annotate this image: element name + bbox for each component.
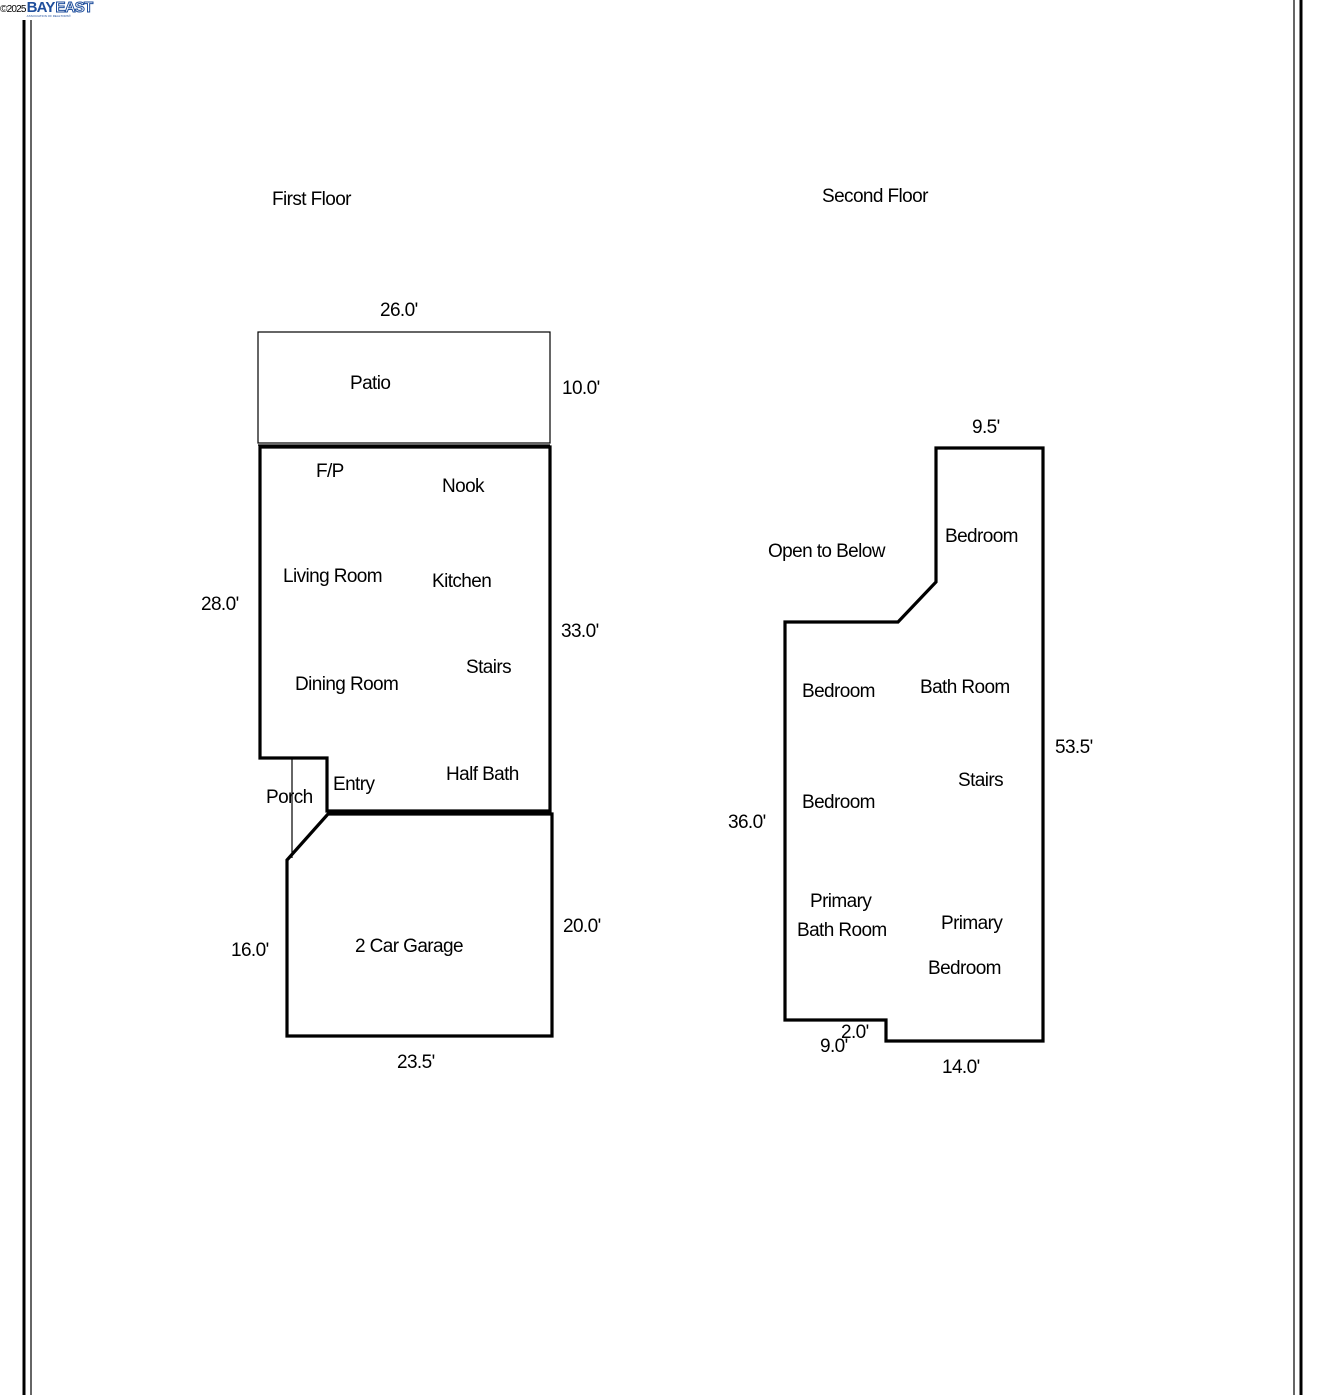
dim-patio-depth: 10.0' [562,378,600,399]
second-floor-outline [783,446,1045,1043]
copyright-text: ©2025 [0,4,26,15]
dim-garage-right: 20.0' [563,916,601,937]
second-floor: Second Floor Open to Below Bedroom Bedro… [728,186,1093,1078]
brand-east: EAST [55,0,94,16]
patio-outline [257,331,551,444]
room-label-bedroom-2: Bedroom [802,792,875,813]
room-label-dining-room: Dining Room [295,674,398,695]
brand-tagline: ASSOCIATION OF REALTORS® [26,14,71,18]
brand-bay: BAY [26,0,56,16]
room-label-bedroom-1: Bedroom [802,681,875,702]
dim-notch-depth: 2.0' [841,1022,869,1043]
dim-left-side-2: 36.0' [728,812,766,833]
room-label-kitchen: Kitchen [432,571,491,592]
dim-right-side: 33.0' [561,621,599,642]
dim-bottom-left: 9.0' [820,1036,848,1057]
room-label-fp: F/P [316,461,344,482]
dim-garage-left: 16.0' [231,940,269,961]
room-label-stairs-2: Stairs [958,770,1003,791]
room-label-porch: Porch [266,787,313,808]
dim-left-side: 28.0' [201,594,239,615]
room-label-living-room: Living Room [283,566,382,587]
first-floor-main-outline [258,445,552,813]
room-label-bath-room: Bath Room [920,677,1010,698]
first-floor: First Floor Patio F/P Nook Living Room K… [201,189,601,1073]
room-label-nook: Nook [442,476,485,497]
room-label-primary-bath-2: Bath Room [797,920,887,941]
room-label-bedroom-top: Bedroom [945,526,1018,547]
room-label-patio: Patio [350,373,390,394]
second-floor-title: Second Floor [822,186,929,207]
room-label-primary-bath-1: Primary [810,891,872,912]
room-label-open-to-below: Open to Below [768,541,886,562]
room-label-primary-bedroom-2: Bedroom [928,958,1001,979]
dim-right-side-2: 53.5' [1055,737,1093,758]
dim-patio-width: 26.0' [380,300,418,321]
dim-top-width: 9.5' [972,417,1000,438]
first-floor-title: First Floor [272,189,352,210]
garage-outline [285,812,554,1038]
room-label-stairs: Stairs [466,657,511,678]
room-label-primary-bedroom-1: Primary [941,913,1003,934]
room-label-entry: Entry [333,774,375,795]
room-label-garage: 2 Car Garage [355,936,463,957]
dim-garage-width: 23.5' [397,1052,435,1073]
dim-bottom-right: 14.0' [942,1057,980,1078]
room-label-half-bath: Half Bath [446,764,519,785]
